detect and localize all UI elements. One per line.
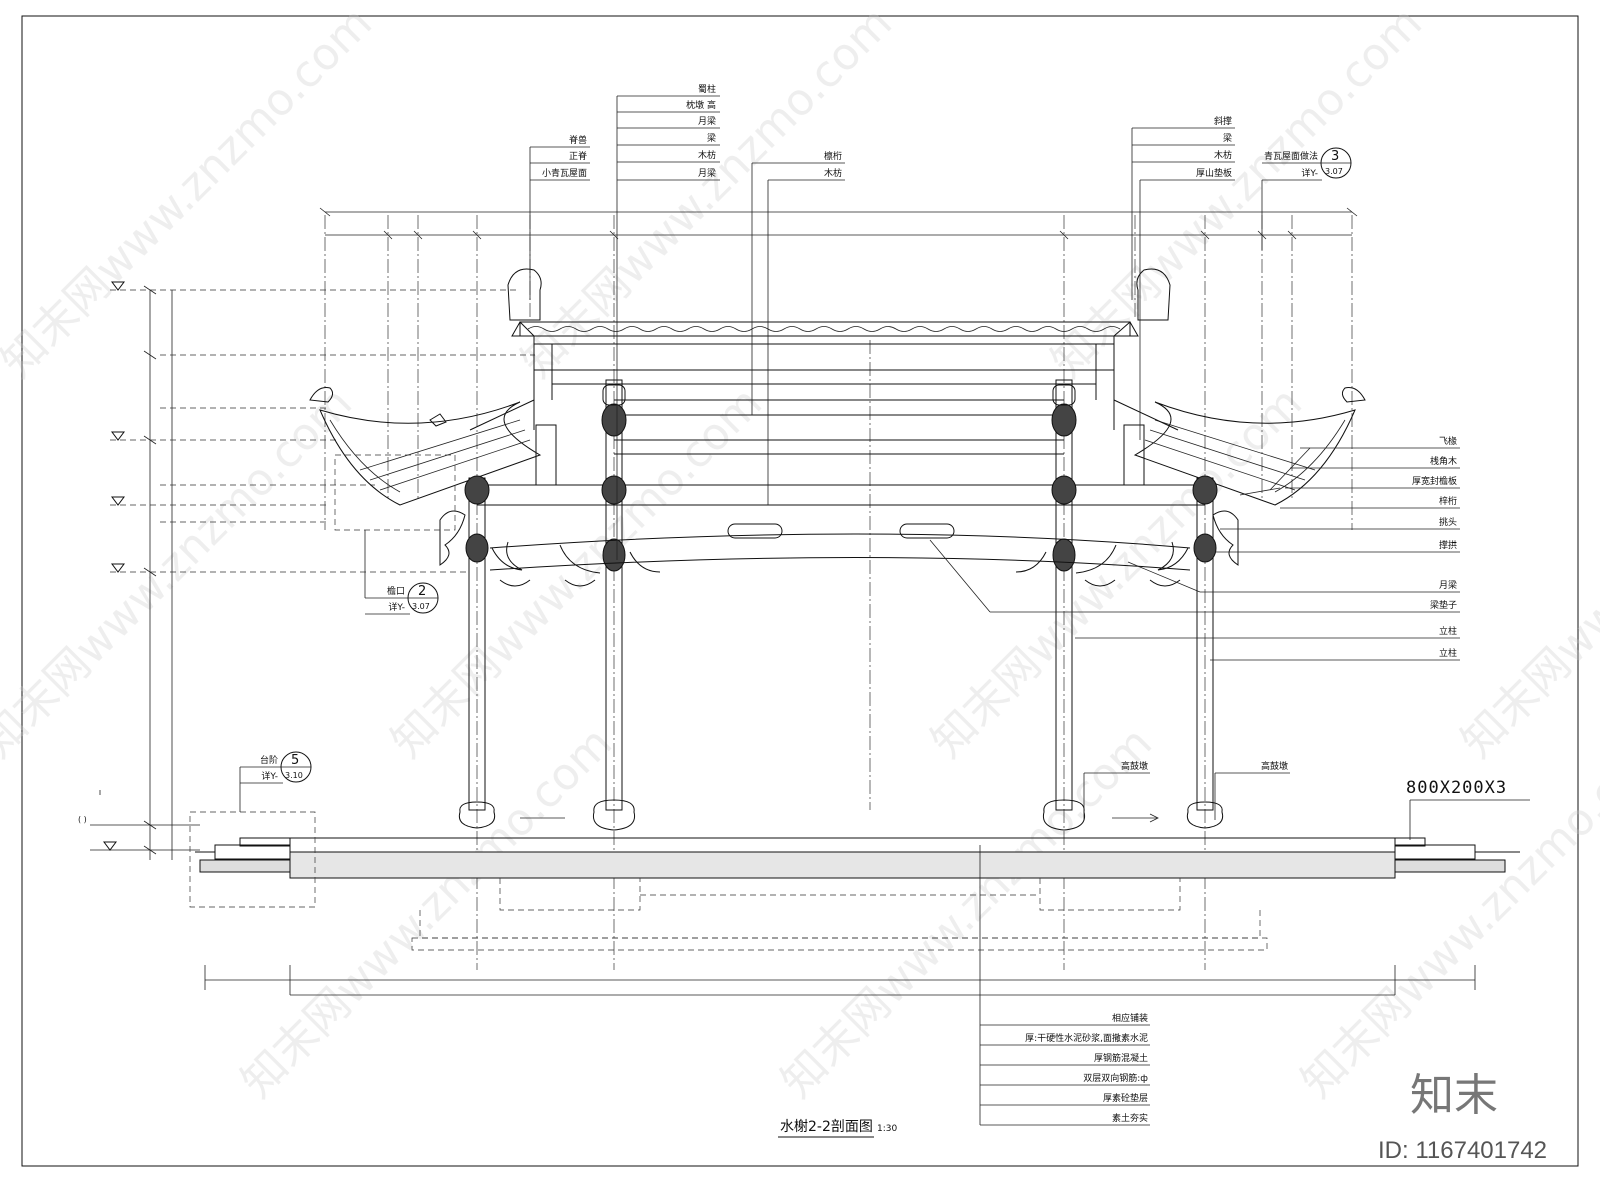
watermark-text: 知末网www.znzmo.com — [382, 377, 772, 767]
callout-label: 梁 — [1223, 132, 1232, 144]
right-label: 桟角木 — [1430, 455, 1457, 467]
detail-sheet: 3.07 — [1325, 167, 1343, 176]
layer-label: 厚钢筋混凝土 — [1094, 1052, 1148, 1064]
step-detail-ref: 台阶 详Y- 5 3.10 — [239, 751, 312, 812]
image-id: ID: 1167401742 — [1378, 1137, 1547, 1164]
callout-label: 木枋 — [824, 167, 842, 179]
base-label: 高鼓墩 — [1121, 760, 1148, 772]
callout-label: 木枋 — [698, 149, 716, 161]
watermark-text: 知末网www.znzmo.com — [772, 717, 1162, 1107]
callout-center-left: 蜀柱 枕墩 高 月梁 梁 木枋 月梁 — [616, 83, 720, 560]
callout-label: 梁 — [707, 132, 716, 144]
watermark-text: 知末网www.znzmo.com — [0, 377, 362, 767]
right-callouts: 飞椽 桟角木 厚宽封檐板 梓桁 挑头 撑拱 月梁 梁垫子 立柱 立柱 — [929, 435, 1460, 661]
left-elevation-dims: ( ) — [78, 281, 535, 860]
watermark-text: 知末网www.znzmo.com — [512, 0, 902, 388]
detail-number: 5 — [291, 753, 299, 768]
base-callouts: 高鼓墩 高鼓墩 — [1083, 760, 1290, 820]
level-note: ( ) — [78, 815, 87, 824]
callout-label: 正脊 — [569, 150, 587, 162]
drawing-frame — [21, 15, 1579, 1167]
callout-top-right: 斜撑 梁 木枋 厚山垫板 — [1131, 115, 1235, 440]
right-label: 立柱 — [1439, 647, 1457, 659]
callout-label: 月梁 — [698, 115, 716, 127]
detail-label: 台阶 — [260, 754, 278, 766]
callout-label: 脊兽 — [569, 134, 587, 146]
slab-dimension-callout: 800X200X3 — [1406, 778, 1530, 840]
detail-ref: 详Y- — [261, 770, 278, 782]
layer-label: 双层双向钢筋:ф — [1083, 1072, 1148, 1084]
detail-label: 檐口 — [387, 585, 405, 597]
callout-label: 月梁 — [698, 167, 716, 179]
detail-sheet: 3.07 — [412, 602, 430, 611]
slab-dimension: 800X200X3 — [1406, 778, 1507, 798]
callout-label: 小青瓦屋面 — [542, 167, 587, 179]
detail-sheet: 3.10 — [285, 771, 303, 780]
detail-ref: 详Y- — [388, 601, 405, 613]
detail-label: 青瓦屋面做法 — [1264, 150, 1318, 162]
drawing-title: 水榭2-2剖面图 1:30 — [778, 1119, 897, 1138]
right-label: 厚宽封檐板 — [1412, 475, 1457, 487]
layer-callout: 相应铺装 厚:干硬性水泥砂浆,面撒素水泥 厚钢筋混凝土 双层双向钢筋:ф 厚素砼… — [979, 845, 1150, 1126]
callout-label: 枕墩 高 — [686, 99, 716, 111]
watermark-text: 知末网www.znzmo.com — [922, 377, 1312, 767]
callout-label: 木枋 — [1214, 149, 1232, 161]
detail-ref: 详Y- — [1301, 167, 1318, 179]
roof-detail-ref: 青瓦屋面做法 详Y- 3 3.07 — [1261, 147, 1352, 250]
detail-number: 3 — [1331, 149, 1339, 164]
callout-label: 斜撑 — [1214, 115, 1232, 127]
right-label: 梓桁 — [1439, 495, 1457, 507]
watermark-text: 知末网www.znzmo.com — [1292, 717, 1600, 1107]
right-label: 梁垫子 — [1430, 599, 1457, 611]
layer-label: 厚素砼垫层 — [1103, 1092, 1148, 1104]
layer-label: 素土夯实 — [1112, 1112, 1148, 1124]
brand-mark: 知末 — [1410, 1070, 1498, 1121]
right-label: 挑头 — [1439, 516, 1457, 528]
detail-number: 2 — [418, 584, 426, 599]
drawing-title-text: 水榭2-2剖面图 — [780, 1119, 873, 1135]
drawing-scale: 1:30 — [877, 1124, 897, 1134]
base-label: 高鼓墩 — [1261, 760, 1288, 772]
moon-beam — [489, 523, 1191, 587]
roof-structure — [309, 268, 1366, 566]
columns — [458, 379, 1224, 831]
right-label: 立柱 — [1439, 625, 1457, 637]
right-label: 撑拱 — [1439, 539, 1457, 551]
eave-detail-ref: 檐口 详Y- 2 3.07 — [364, 530, 439, 615]
layer-label: 相应铺装 — [1112, 1012, 1148, 1024]
callout-label: 蜀柱 — [698, 83, 716, 95]
callout-label: 厚山垫板 — [1196, 167, 1232, 179]
top-dimensions — [319, 207, 1358, 240]
watermark-text: 知末网www.znzmo.com — [1042, 0, 1432, 388]
right-label: 月梁 — [1439, 579, 1457, 591]
layer-label: 厚:干硬性水泥砂浆,面撒素水泥 — [1025, 1032, 1148, 1044]
platform — [189, 454, 1520, 996]
right-label: 飞椽 — [1439, 435, 1457, 447]
callout-center: 檩桁 木枋 — [751, 150, 845, 505]
watermarks: 知末网www.znzmo.com 知末网www.znzmo.com 知末网www… — [0, 0, 1600, 1108]
callout-top-left: 脊兽 正脊 小青瓦屋面 — [529, 134, 590, 300]
callout-label: 檩桁 — [824, 150, 842, 162]
